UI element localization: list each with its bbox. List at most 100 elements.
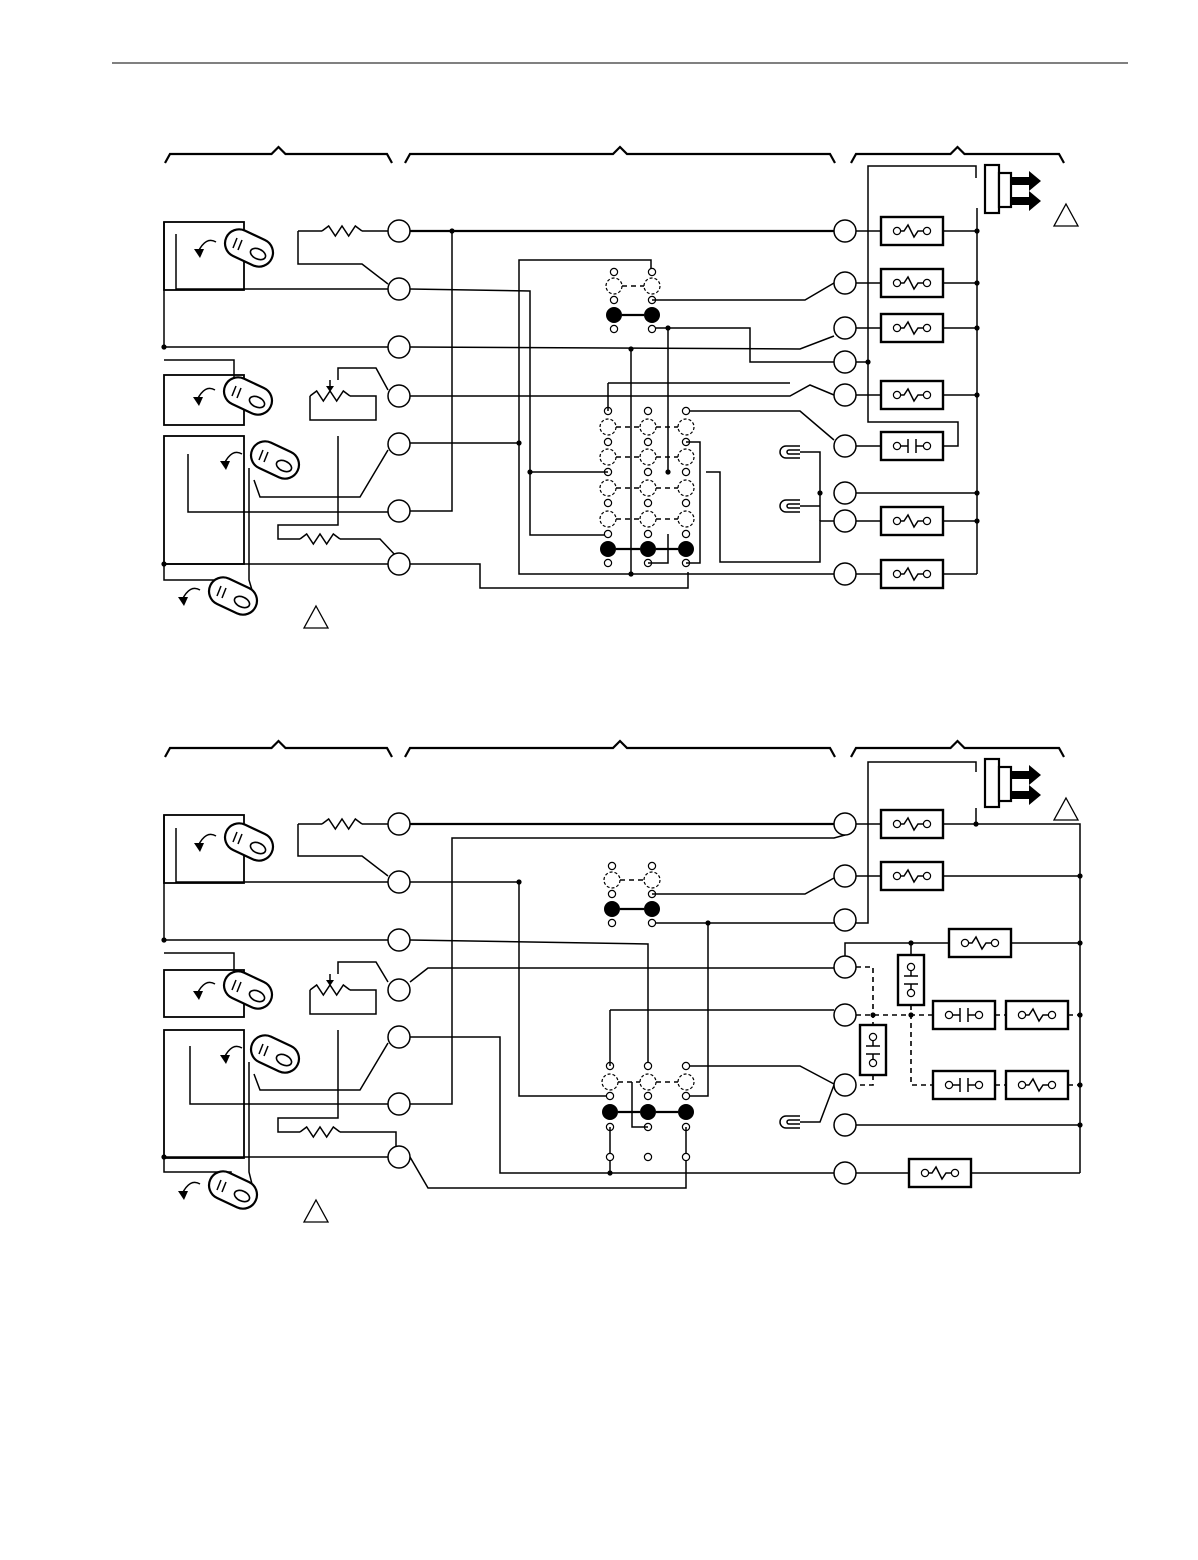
arrowhead — [194, 249, 204, 258]
terminal-icon — [834, 1162, 856, 1184]
component-box — [881, 507, 943, 535]
component-box — [881, 432, 943, 460]
switch-contact-open-icon — [644, 278, 660, 294]
terminal-icon — [610, 296, 617, 303]
sensor-enclosure-4 — [164, 564, 262, 619]
switch-contact-open-icon — [678, 449, 694, 465]
sensor-enclosure-2 — [164, 953, 277, 1017]
terminal-icon — [388, 433, 410, 455]
terminal-icon — [1048, 1081, 1055, 1088]
terminal-icon — [644, 1153, 651, 1160]
wire — [298, 231, 388, 284]
terminal-icon — [682, 468, 689, 475]
wire — [652, 878, 834, 894]
arrowhead — [178, 597, 188, 606]
plug-prong — [1011, 765, 1041, 785]
wire — [410, 385, 834, 396]
plug-neck — [999, 173, 1011, 207]
switch-contact-open-icon — [678, 1074, 694, 1090]
contactor-icon — [933, 1071, 995, 1099]
enclosure — [164, 436, 244, 564]
junction-dot — [628, 571, 633, 576]
switch-contact-open-icon — [640, 419, 656, 435]
junction-dot — [1077, 1082, 1082, 1087]
sensor-probe-icon — [194, 819, 278, 866]
terminal-icon — [921, 1169, 928, 1176]
warning-triangle-icon — [304, 606, 328, 628]
terminal-icon — [893, 279, 900, 286]
probe-body — [246, 1031, 303, 1078]
terminal-icon — [834, 1074, 856, 1096]
contactor-icon — [933, 1001, 995, 1029]
wire — [652, 283, 834, 300]
terminal-icon — [388, 553, 410, 575]
switch-contact-open-icon — [678, 419, 694, 435]
component-box — [881, 560, 943, 588]
wire — [856, 1075, 873, 1085]
terminal-icon — [893, 820, 900, 827]
terminal-icon — [644, 499, 651, 506]
terminal-icon — [961, 939, 968, 946]
plug-hook-icon — [780, 500, 800, 512]
terminal-icon — [869, 1033, 876, 1040]
terminal-icon — [834, 1114, 856, 1136]
terminal-icon — [834, 317, 856, 339]
terminal-icon — [923, 324, 930, 331]
wire — [338, 962, 388, 982]
switch-contact-closed-icon — [600, 541, 616, 557]
terminal-icon — [388, 813, 410, 835]
sensor-probe-icon — [193, 967, 277, 1014]
wire — [310, 396, 376, 420]
wire — [310, 990, 376, 1014]
switch-contact-open-icon — [640, 480, 656, 496]
switch-contact-closed-icon — [678, 1104, 694, 1120]
terminal-icon — [923, 570, 930, 577]
terminal-icon — [834, 563, 856, 585]
sensor-enclosure-1 — [164, 222, 388, 347]
junction-dot — [870, 1012, 875, 1017]
terminal-icon — [606, 1153, 613, 1160]
probe-body — [204, 1167, 261, 1214]
component-box — [860, 1025, 886, 1075]
terminal-icon — [834, 813, 856, 835]
component-box — [881, 862, 943, 890]
junction-dot — [665, 469, 670, 474]
terminal-icon — [388, 220, 410, 242]
sensor-enclosure-3 — [164, 436, 388, 564]
component-box — [881, 217, 943, 245]
terminal-icon — [682, 1153, 689, 1160]
section-brace — [165, 147, 392, 163]
relay-coil-icon — [1006, 1071, 1068, 1099]
terminal-icon — [388, 278, 410, 300]
wire — [340, 1132, 396, 1146]
wire — [310, 985, 350, 995]
probe-body — [220, 225, 277, 272]
junction-dot — [974, 280, 979, 285]
wire — [310, 391, 350, 401]
junction-dot — [974, 392, 979, 397]
contactor-icon — [860, 1025, 886, 1075]
terminal-icon — [893, 517, 900, 524]
switch-contact-closed-icon — [640, 1104, 656, 1120]
terminal-icon — [945, 1011, 952, 1018]
terminal-icon — [834, 865, 856, 887]
junction-dot — [1077, 873, 1082, 878]
section-brace — [165, 741, 392, 757]
warning-triangle-icon — [1054, 798, 1078, 820]
component-box — [898, 955, 924, 1005]
terminal-icon — [388, 871, 410, 893]
terminal-icon — [834, 1004, 856, 1026]
terminal-icon — [834, 909, 856, 931]
wire — [656, 762, 976, 923]
terminal-icon — [388, 1146, 410, 1168]
junction-dot — [974, 325, 979, 330]
terminal-icon — [945, 1081, 952, 1088]
terminal-icon — [923, 442, 930, 449]
switch-contact-closed-icon — [644, 901, 660, 917]
arrowhead — [220, 1055, 230, 1064]
section-brace — [851, 741, 1064, 757]
relay-coil-icon — [949, 929, 1011, 957]
sensor-probe-icon — [193, 373, 277, 420]
